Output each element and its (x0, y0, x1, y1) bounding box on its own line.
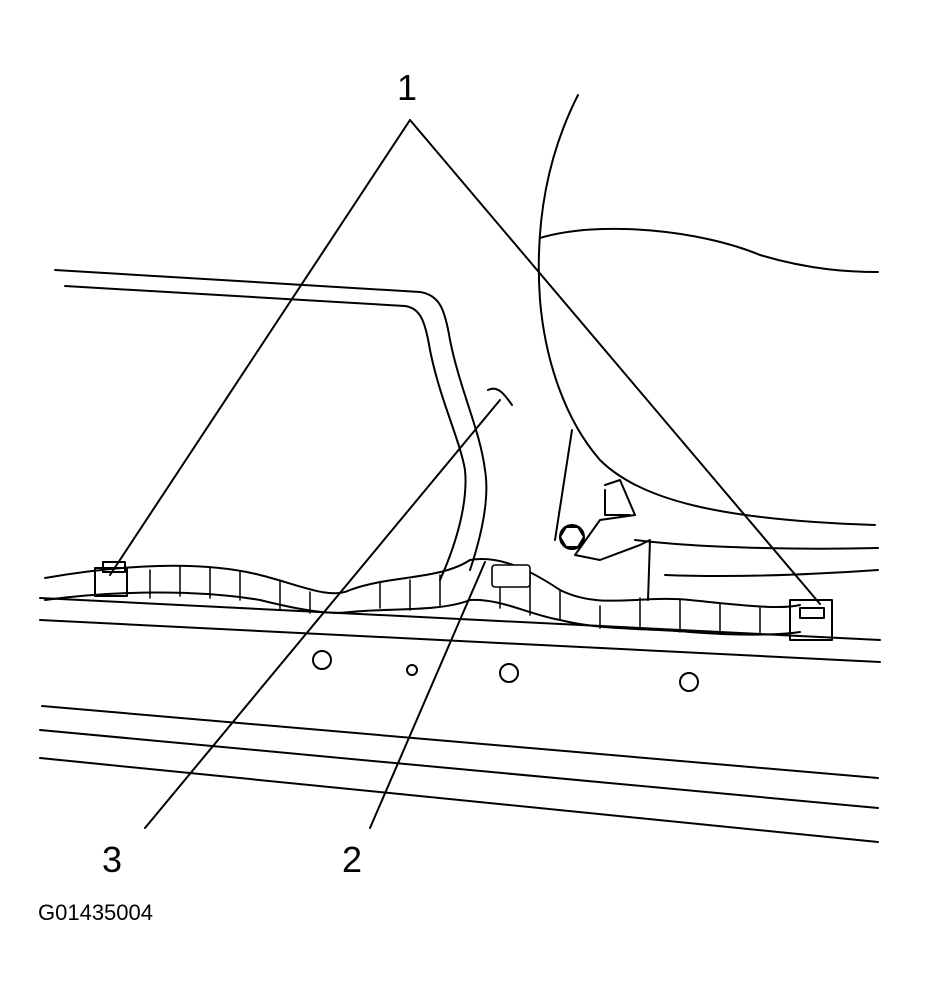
leader-2 (369, 561, 486, 829)
leader-1-left (109, 119, 411, 576)
hole (312, 650, 332, 670)
bolt-hex (559, 526, 585, 548)
sill-line-3 (41, 705, 879, 779)
wiring-harness (44, 558, 801, 636)
callout-3: 3 (102, 839, 123, 880)
sill-line-5 (39, 757, 879, 843)
figure-id-label: G01435004 (38, 900, 153, 925)
callout-1: 1 (397, 67, 418, 108)
callout-2: 2 (342, 839, 363, 880)
panel-line-a (634, 539, 879, 550)
hole (499, 663, 519, 683)
sill-line-4 (39, 729, 879, 809)
sill-line-2 (39, 619, 881, 663)
leader-3 (144, 399, 501, 829)
panel-line-b (664, 569, 879, 578)
hole (406, 664, 418, 676)
pillar-edge (554, 429, 573, 541)
bracket (574, 479, 651, 601)
clip-left (94, 561, 128, 597)
trim-strip-inner (64, 285, 467, 581)
bracket-tab (604, 489, 631, 516)
leader-1-right (409, 119, 821, 605)
bolt-head (559, 524, 585, 550)
hole (679, 672, 699, 692)
clip-right (789, 599, 833, 641)
trim-strip-outer (54, 269, 488, 571)
roof-curve (539, 227, 879, 273)
leader-3-tick (487, 387, 513, 406)
pillar-curve (537, 94, 876, 526)
